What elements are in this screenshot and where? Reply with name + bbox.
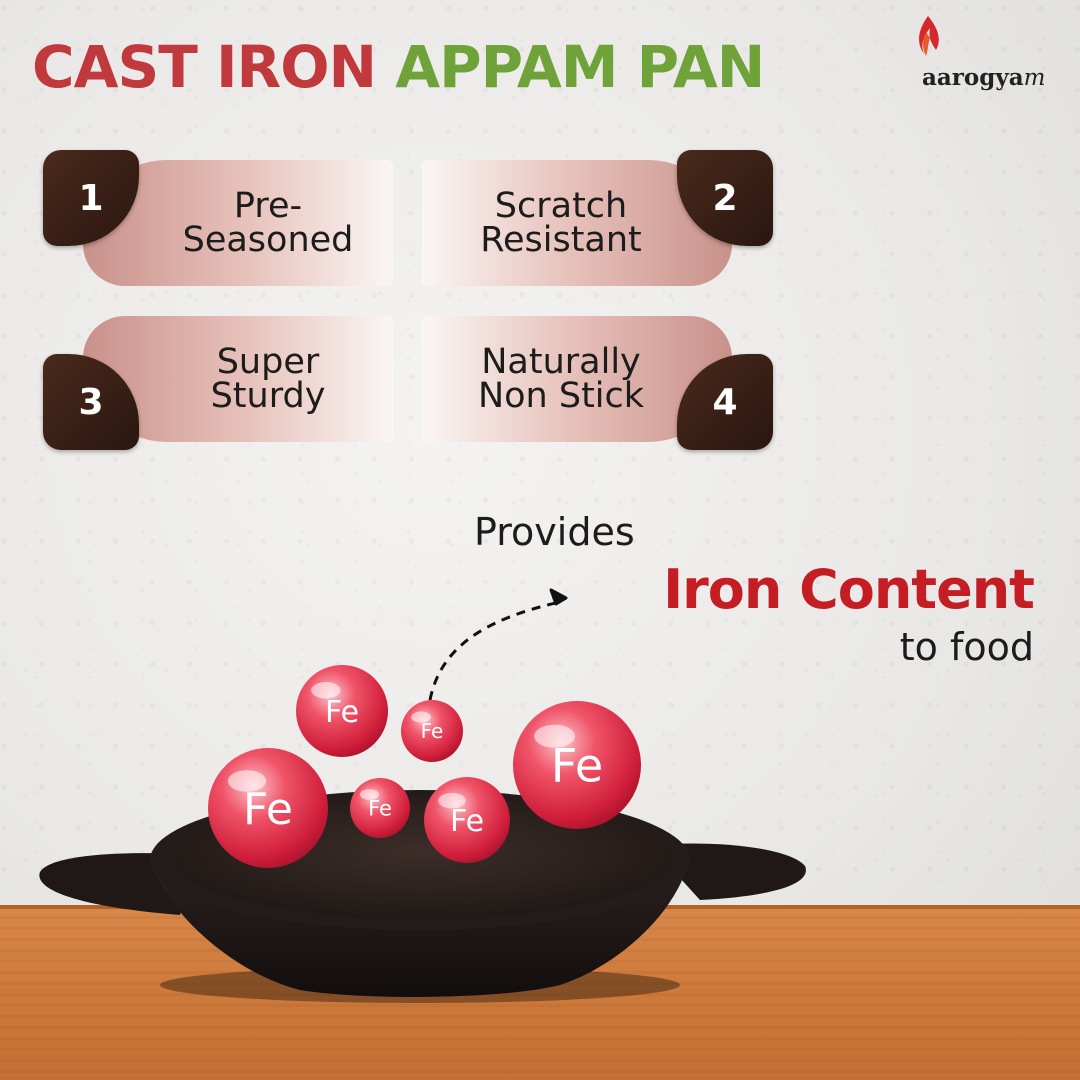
fe-label: Fe [325, 695, 359, 730]
fe-molecule-icon: Fe [424, 777, 510, 863]
fe-label: Fe [450, 804, 484, 839]
fe-molecule-icon: Fe [350, 778, 410, 838]
fe-molecule-icon: Fe [513, 701, 641, 829]
fe-label: Fe [421, 719, 444, 743]
fe-molecule-icon: Fe [296, 665, 388, 757]
dashed-arrow [430, 602, 560, 700]
fe-label: Fe [243, 784, 293, 835]
fe-molecule-icon: Fe [401, 700, 463, 762]
fe-label: Fe [551, 739, 603, 793]
arrow-head-icon [551, 590, 566, 604]
fe-label: Fe [368, 797, 392, 821]
fe-molecule-icon: Fe [208, 748, 328, 868]
